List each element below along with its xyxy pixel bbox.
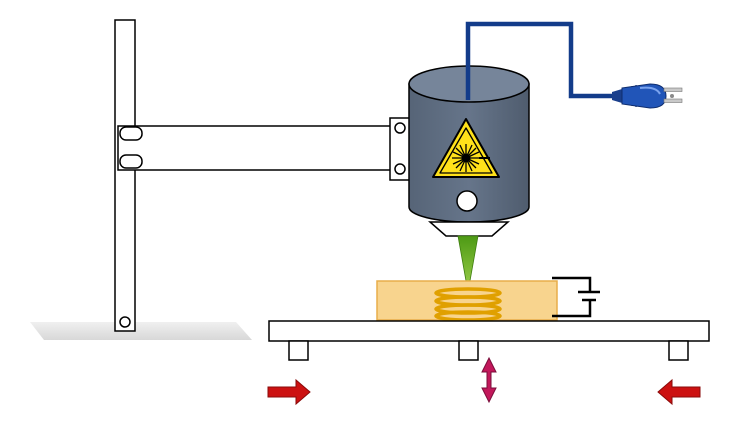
bracket-bolt-bottom [394, 163, 406, 175]
laser-beam [457, 235, 479, 293]
base-foot-center [458, 340, 479, 361]
bracket-bolt-top [394, 122, 406, 134]
laser-warning-icon [432, 118, 500, 178]
induction-coil-icon [434, 287, 502, 322]
capacitor-icon [552, 276, 600, 318]
arm-clamp-slot-top [119, 126, 143, 141]
power-plug-icon [612, 83, 683, 109]
arm-clamp-slot-bottom [119, 154, 143, 169]
vertical-post [114, 19, 136, 332]
arrow-right-icon [267, 378, 311, 406]
horizontal-arm [117, 125, 394, 171]
power-cable [465, 21, 614, 100]
arrow-left-icon [657, 378, 701, 406]
arrow-up-down-icon [481, 356, 497, 404]
stand-base-shadow [30, 322, 252, 340]
laser-indicator-light [456, 190, 478, 212]
post-bolt [119, 316, 131, 328]
base-plate [268, 320, 710, 342]
laser-nozzle [428, 221, 510, 237]
base-foot-right [668, 340, 689, 361]
base-foot-left [288, 340, 309, 361]
